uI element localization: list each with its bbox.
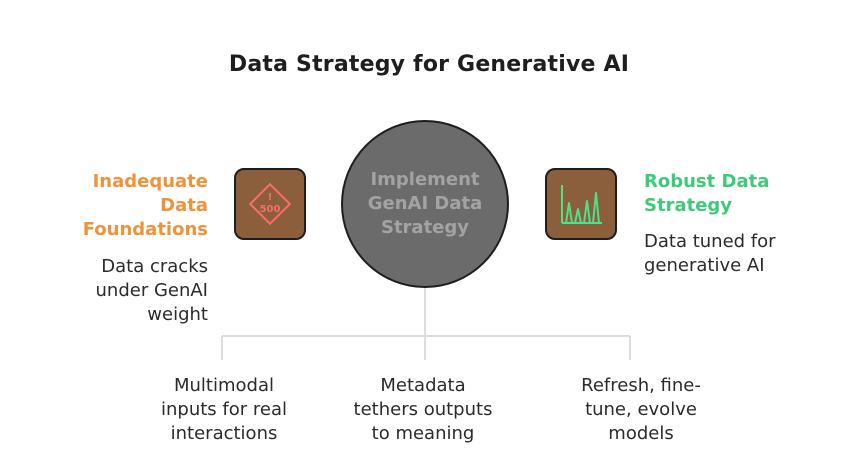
error-500-warning-icon: ! 500 <box>234 168 306 240</box>
left-heading: Inadequate Data Foundations <box>82 171 208 240</box>
warning-diamond-icon: ! 500 <box>249 183 291 225</box>
center-label: Implement GenAI Data Strategy <box>367 169 483 238</box>
bottom-item-metadata: Metadata tethers outputs to meaning <box>353 375 493 444</box>
error-mark: ! <box>268 192 273 203</box>
bar-spikes-icon <box>561 185 602 224</box>
right-heading: Robust Data Strategy <box>644 171 770 216</box>
right-description: Data tuned for generative AI <box>644 231 776 276</box>
bottom-item-multimodal: Multimodal inputs for real interactions <box>161 375 287 444</box>
growth-chart-icon <box>545 168 617 240</box>
error-code: 500 <box>260 204 281 215</box>
bottom-item-refresh: Refresh, fine- tune, evolve models <box>581 375 701 444</box>
left-description: Data cracks under GenAI weight <box>95 256 209 325</box>
diagram-title: Data Strategy for Generative AI <box>228 52 630 77</box>
center-circle: Implement GenAI Data Strategy <box>341 120 509 288</box>
